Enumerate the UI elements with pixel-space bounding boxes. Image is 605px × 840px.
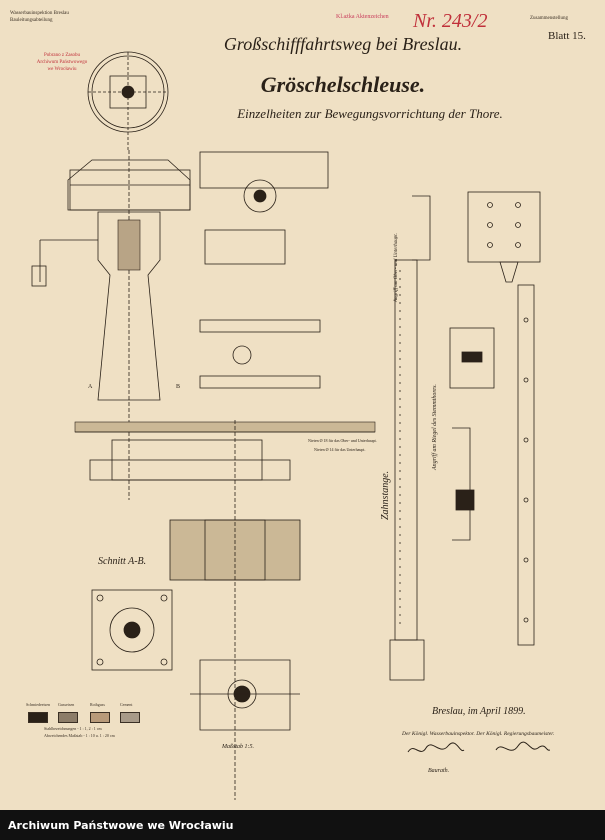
scale-label: Maßstab 1:5.: [222, 744, 254, 750]
section-label-a: A: [88, 384, 93, 390]
blatt-caption: Zusammenstellung: [530, 16, 569, 21]
archive-footer-bar: [0, 810, 605, 840]
legend-swatch: [120, 712, 140, 723]
archive-stamp: Pobrano z Zasobu Archiwum Państwowego we…: [36, 53, 88, 72]
drawing-sheet: [0, 0, 605, 810]
date-line: Breslau, im April 1899.: [432, 706, 526, 717]
angriff-label: Angriff am Riegel des Stemmthores.: [432, 384, 438, 470]
inspection-stamp: Wasserbauinspektion Breslau Bauleitungsa…: [10, 11, 69, 23]
legend-label: Rothguss: [90, 702, 105, 707]
legend-swatch: [58, 712, 78, 723]
zahnstange-label: Zahnstange.: [380, 470, 391, 520]
legend-swatch: [28, 712, 48, 723]
baurath-label: Baurath.: [428, 768, 450, 774]
rivet-note-1: Nieten Ø 18 für das Ober- und Unterhaupt…: [308, 438, 377, 443]
legend-line-1: Stahlbezeichnungen - 1 : 1, 2 : 1 cm: [44, 726, 102, 731]
sheet-number: Nr. 243/2: [413, 10, 488, 32]
title-line-1: Großschifffahrtsweg bei Breslau.: [223, 34, 463, 54]
authority-line: Der Königl. Wasserbauinspektor. Der Köni…: [402, 731, 555, 737]
title-line-2: Gröschelschleuse.: [260, 72, 426, 97]
title-line-3: Einzelheiten zur Bewegungsvorrichtung de…: [237, 106, 503, 121]
section-label-b: B: [176, 384, 181, 390]
legend-label: Cement: [120, 702, 133, 707]
schnitt-label: Schnitt A-B.: [98, 556, 147, 567]
legend-label: Gusseisen: [58, 702, 75, 707]
rivet-note-2: Nieten Ø 14 für das Unterhaupt.: [314, 447, 366, 452]
legend-line-2: Abweichendes Maßstab - 1 : 10 u. 1 : 20 …: [44, 733, 115, 738]
legend-label: Schmiedeeisen: [26, 702, 50, 707]
anschluss-label: Angriff am Ober- und Unterhaupt.: [394, 233, 399, 302]
legend-swatch: [90, 712, 110, 723]
technical-drawing: [31, 51, 541, 800]
signatures: [407, 741, 550, 753]
file-reference-stamp: Kl.ażka Aktenzeichen: [336, 14, 389, 20]
archive-footer-text: Archiwum Państwowe we Wrocławiu: [8, 819, 234, 832]
blatt-number: Blatt 15.: [548, 30, 586, 42]
